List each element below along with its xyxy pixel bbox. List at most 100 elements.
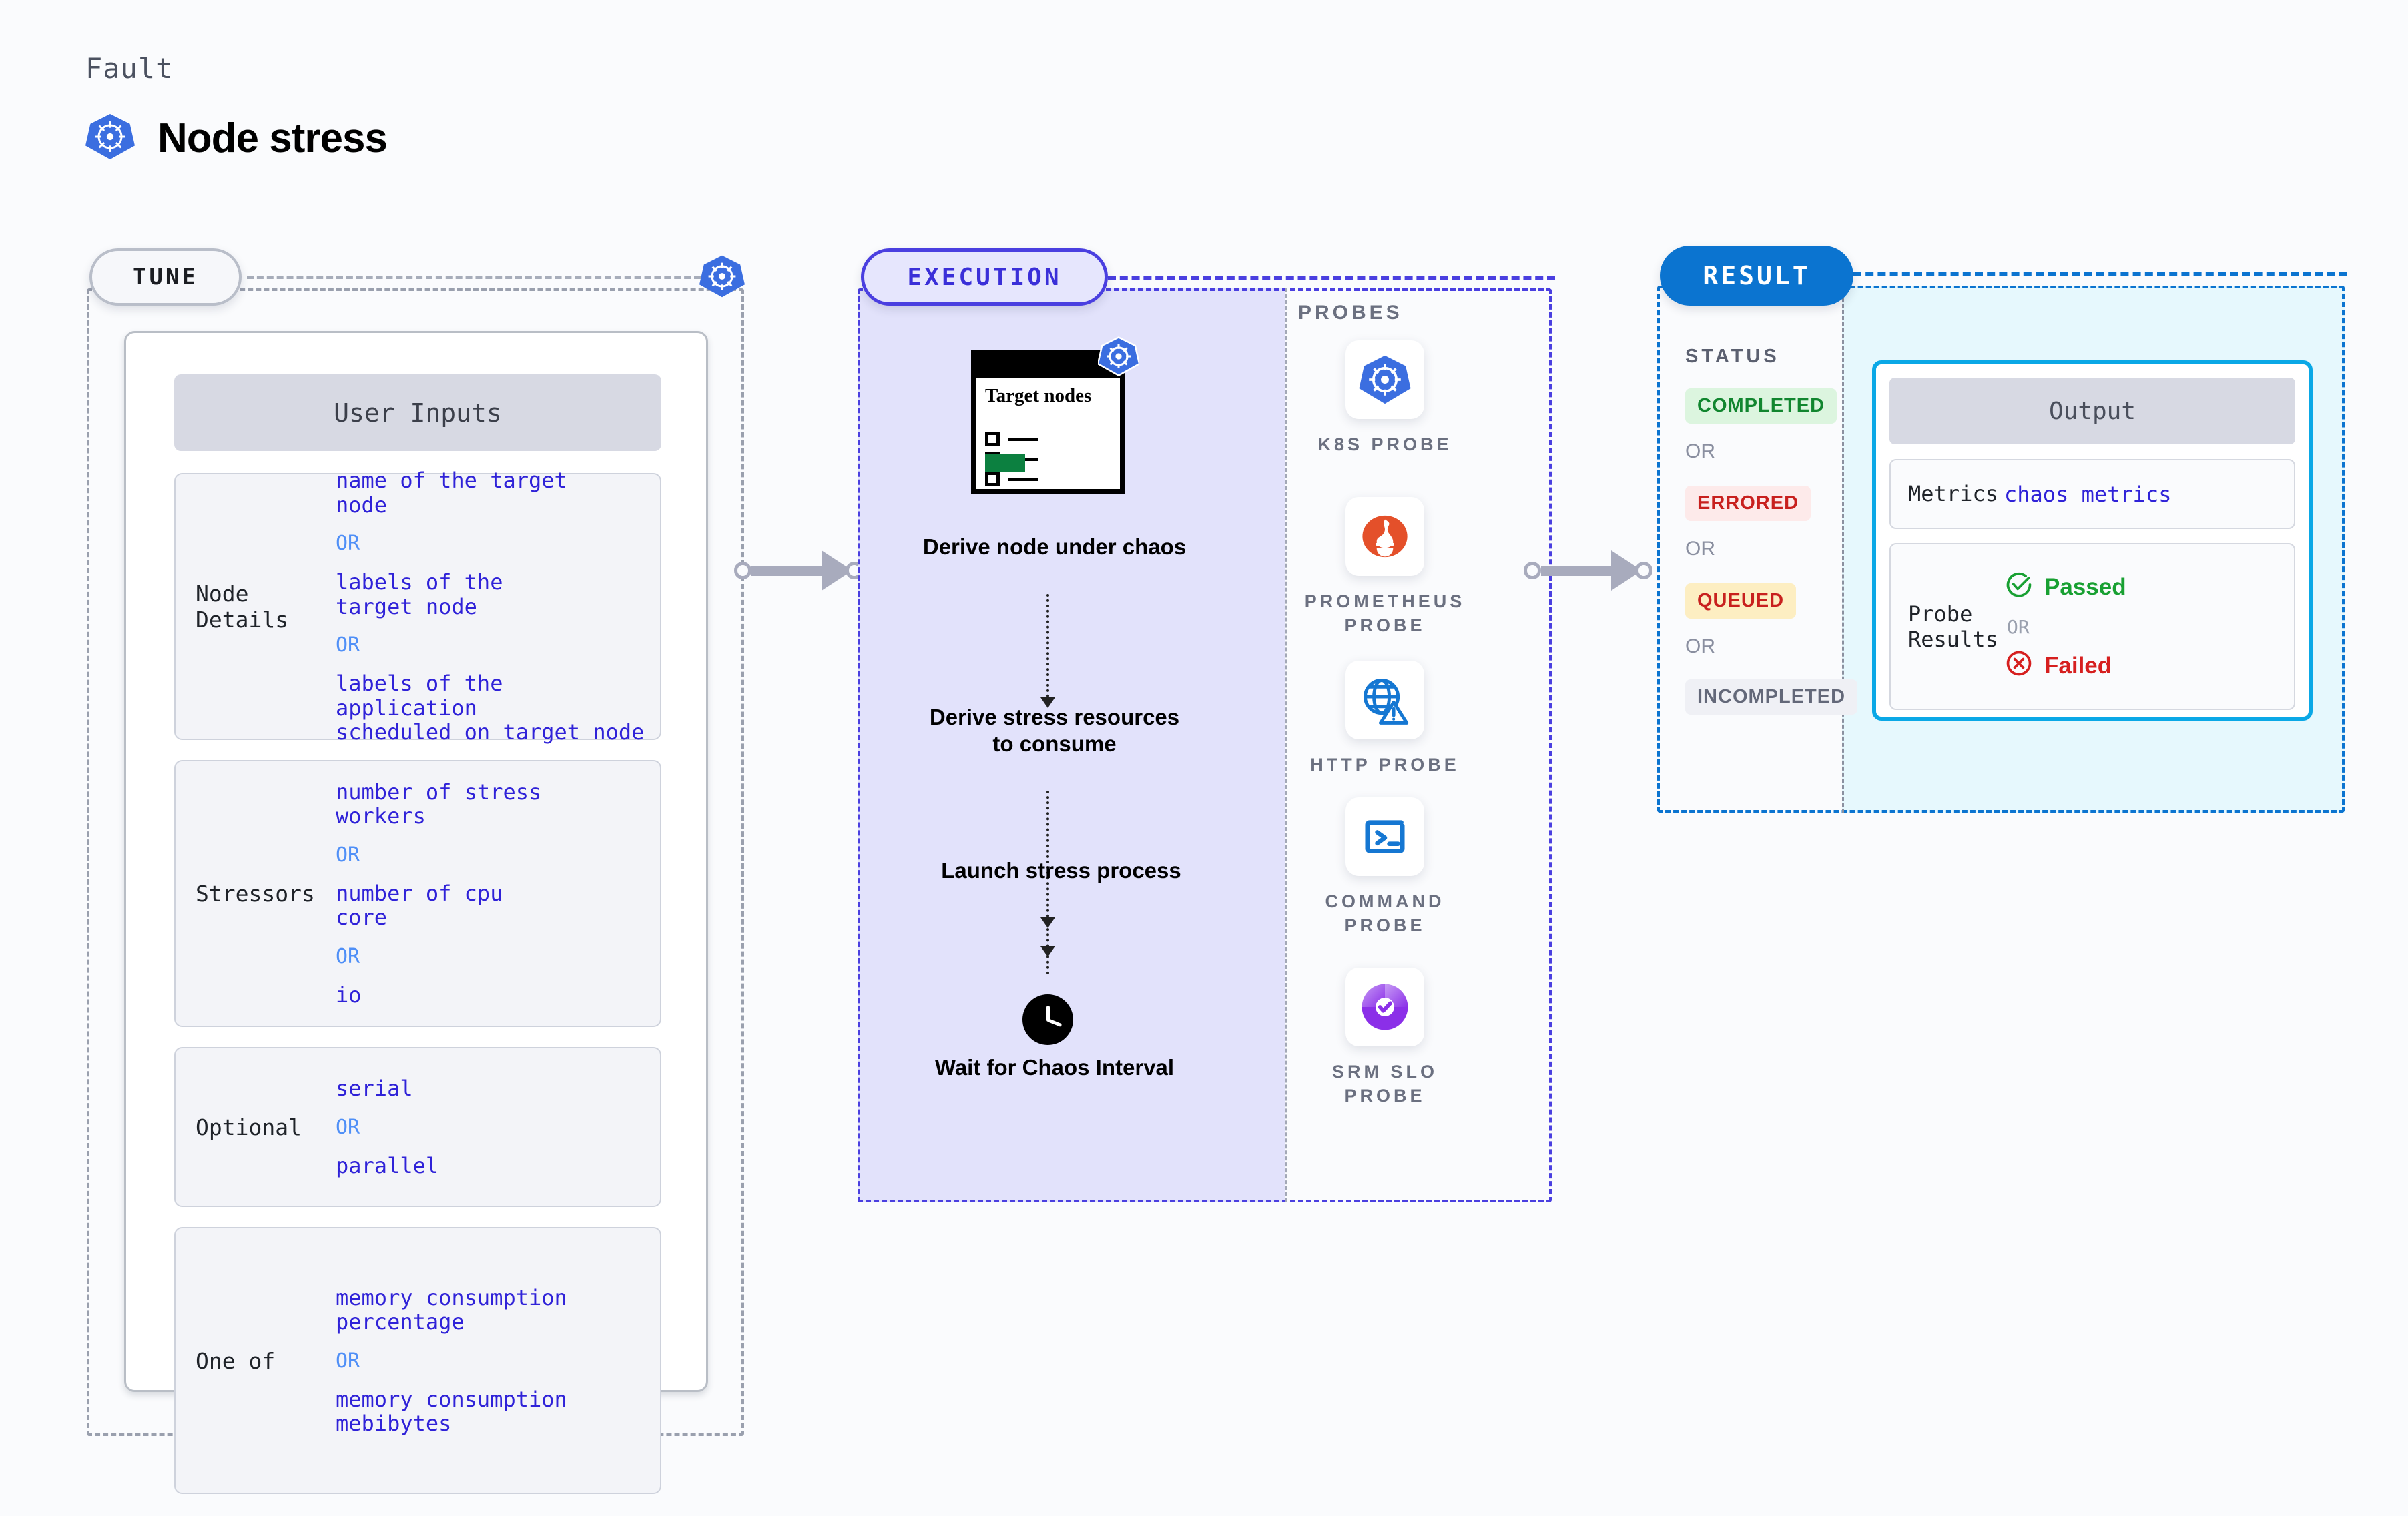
- probe-label: SRM SLO PROBE: [1331, 1062, 1438, 1106]
- param-value: number of stress workers: [336, 779, 542, 829]
- output-probe-results-row: Probe Results Passed OR: [1889, 543, 2295, 710]
- list-item: [985, 432, 1038, 446]
- param-label: Optional: [196, 1114, 302, 1140]
- probe-result-failed-label: Failed: [2044, 653, 2112, 679]
- status-badge-errored: ERRORED: [1685, 486, 1811, 521]
- status-badge-incompleted: INCOMPLETED: [1685, 679, 1858, 715]
- x-circle-icon: [2004, 649, 2034, 684]
- list-line: [1008, 477, 1038, 481]
- execution-connector-line: [1108, 276, 1555, 280]
- connector-line: [751, 565, 822, 576]
- probe-k8s[interactable]: K8S PROBE: [1308, 340, 1462, 456]
- fault-eyebrow-label: Fault: [85, 52, 174, 85]
- check-circle-icon: [2004, 570, 2034, 605]
- probe-command[interactable]: COMMAND PROBE: [1308, 797, 1462, 938]
- param-value: labels of the target node: [336, 569, 503, 619]
- probe-result-failed: Failed: [2004, 649, 2126, 684]
- prometheus-probe-icon: [1345, 497, 1424, 576]
- probe-http[interactable]: HTTP PROBE: [1308, 661, 1462, 777]
- flow-arrow: [1046, 791, 1049, 917]
- param-label: Stressors: [196, 880, 315, 907]
- param-label: One of: [196, 1347, 276, 1374]
- status-separator: OR: [1685, 538, 1715, 560]
- param-value: io: [336, 982, 362, 1008]
- tune-stage-pill[interactable]: TUNE: [89, 248, 242, 306]
- execution-step-label: Derive stress resources to consume: [929, 705, 1180, 757]
- param-value: memory consumption percentage: [336, 1284, 567, 1335]
- command-probe-icon: [1345, 797, 1424, 876]
- param-value: memory consumption mebibytes: [336, 1386, 567, 1436]
- status-badge-completed: COMPLETED: [1685, 388, 1837, 424]
- list-line: [1008, 437, 1038, 441]
- result-stage-container: [1657, 286, 2345, 813]
- user-inputs-header: User Inputs: [174, 374, 661, 451]
- connector-dot: [1524, 562, 1541, 579]
- param-value: labels of the application scheduled on t…: [336, 671, 645, 745]
- list-item: [985, 472, 1038, 486]
- param-separator: OR: [336, 944, 360, 968]
- clock-icon: [1022, 994, 1073, 1045]
- connector-line: [1541, 565, 1611, 576]
- connector-dot: [1635, 562, 1652, 579]
- execution-step-label: Launch stress process: [941, 858, 1181, 883]
- target-nodes-card: Target nodes: [971, 336, 1141, 500]
- http-probe-icon: [1345, 661, 1424, 739]
- kubernetes-icon: [1097, 336, 1141, 377]
- srm-slo-probe-icon: [1345, 968, 1424, 1046]
- kubernetes-icon: [699, 254, 745, 299]
- execution-stage-container: [858, 288, 1552, 1202]
- target-nodes-card-body: Target nodes: [971, 350, 1125, 494]
- output-card-header: Output: [1889, 378, 2295, 444]
- param-value: parallel: [336, 1152, 439, 1178]
- page-title: Node stress: [158, 115, 388, 161]
- probe-result-values: Passed OR Failed: [2004, 570, 2126, 684]
- result-connector-line: [1853, 272, 2347, 276]
- param-block-one-of: One of memory consumption percentage OR …: [174, 1227, 661, 1494]
- card-title-bar: [976, 355, 1120, 378]
- output-metrics-value: chaos metrics: [2004, 481, 2172, 507]
- probe-result-passed-label: Passed: [2044, 574, 2126, 600]
- output-card: Output Metrics chaos metrics Probe Resul…: [1872, 360, 2313, 721]
- execution-probes-divider: [1285, 288, 1287, 1202]
- kubernetes-icon: [85, 112, 135, 165]
- param-separator: OR: [336, 1115, 360, 1139]
- probe-label: HTTP PROBE: [1310, 755, 1460, 775]
- param-separator: OR: [336, 843, 360, 867]
- kubernetes-probe-icon: [1345, 340, 1424, 419]
- connector-tune-to-execution: [734, 550, 863, 591]
- param-separator: OR: [336, 1349, 360, 1373]
- probe-srm-slo[interactable]: SRM SLO PROBE: [1308, 968, 1462, 1108]
- param-values: name of the target node OR labels of the…: [336, 468, 660, 744]
- connector-execution-to-result: [1524, 550, 1652, 591]
- checkbox-icon[interactable]: [985, 472, 1000, 486]
- checkbox-icon[interactable]: [985, 432, 1000, 446]
- probe-result-passed: Passed: [2004, 570, 2126, 605]
- param-block-node-details: Node Details name of the target node OR …: [174, 468, 661, 744]
- output-metrics-row: Metrics chaos metrics: [1889, 459, 2295, 529]
- probe-label: PROMETHEUS PROBE: [1304, 591, 1466, 636]
- execution-stage-pill[interactable]: EXECUTION: [861, 248, 1108, 306]
- execution-step-label: Wait for Chaos Interval: [934, 1055, 1175, 1080]
- probes-section-label: PROBES: [1298, 302, 1403, 324]
- probe-prometheus[interactable]: PROMETHEUS PROBE: [1305, 497, 1462, 638]
- flow-arrowhead: [1040, 697, 1055, 708]
- fault-title-row: Node stress: [85, 112, 388, 165]
- result-stage-pill[interactable]: RESULT: [1660, 246, 1853, 306]
- progress-bar: [985, 454, 1025, 472]
- connector-dot: [734, 562, 751, 579]
- output-probe-results-label: Probe Results: [1908, 601, 1998, 652]
- param-value: number of cpu core: [336, 880, 503, 931]
- target-nodes-title: Target nodes: [985, 385, 1092, 406]
- param-label: Node Details: [196, 581, 289, 633]
- param-values: memory consumption percentage OR memory …: [336, 1284, 660, 1436]
- user-inputs-card: User Inputs Node Details name of the tar…: [124, 331, 708, 1494]
- param-values: serial OR parallel: [336, 1076, 660, 1178]
- param-values: number of stress workers OR number of cp…: [336, 779, 660, 1008]
- execution-step-label: Derive node under chaos: [922, 534, 1187, 559]
- status-section-label: STATUS: [1685, 346, 1780, 367]
- param-value: name of the target node: [336, 468, 567, 518]
- flow-arrowhead: [1040, 946, 1055, 957]
- status-separator: OR: [1685, 440, 1715, 462]
- probe-label: COMMAND PROBE: [1325, 891, 1445, 936]
- result-columns-divider: [1842, 286, 1844, 813]
